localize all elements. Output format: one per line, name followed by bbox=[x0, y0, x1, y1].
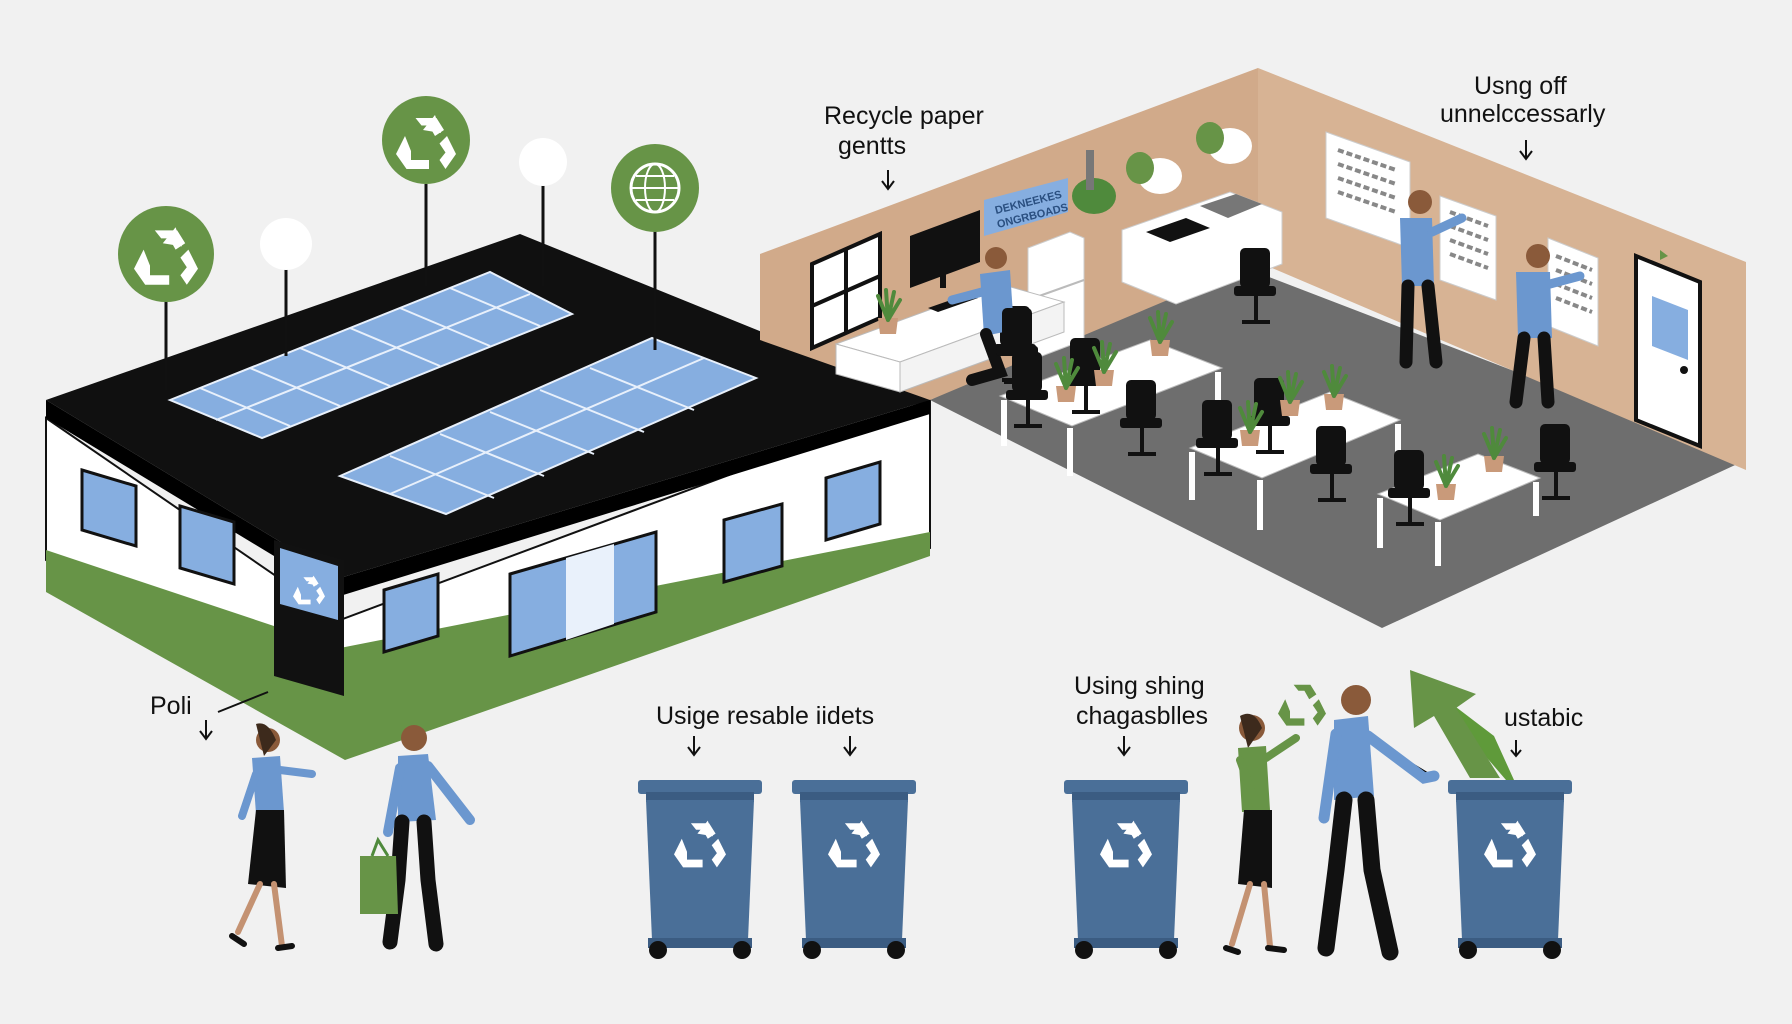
window bbox=[80, 467, 138, 549]
man-with-bag bbox=[360, 725, 475, 952]
computer-monitor bbox=[910, 210, 980, 288]
roof bbox=[46, 234, 930, 578]
arrow-down-icon bbox=[687, 735, 701, 756]
arrow-down-icon bbox=[1510, 740, 1522, 758]
arrow-down-icon bbox=[199, 719, 213, 740]
recycling-bin bbox=[792, 780, 916, 959]
recycling-bin bbox=[1448, 780, 1572, 959]
arrow-down-icon bbox=[1117, 735, 1131, 756]
recycling-bin bbox=[638, 780, 762, 959]
pointer-line bbox=[217, 691, 269, 713]
arrow-down-icon bbox=[881, 169, 895, 190]
window bbox=[824, 459, 882, 543]
label-using-shing: Using shing bbox=[1074, 672, 1205, 700]
solar-panel-right bbox=[337, 336, 759, 516]
label-recycle-paper-sub: gentts bbox=[838, 132, 906, 160]
roof-poles bbox=[118, 96, 699, 390]
woman-walking bbox=[229, 723, 316, 951]
man-recycling bbox=[1317, 685, 1440, 961]
recycle-icon bbox=[1278, 684, 1326, 726]
back-wall bbox=[760, 68, 1258, 400]
office-interior: DEKNEEKES ONGRBOADS bbox=[760, 68, 1746, 628]
office-door bbox=[1634, 250, 1702, 449]
window bbox=[382, 571, 440, 655]
label-using-off: Usng off bbox=[1474, 72, 1567, 100]
person-reading-board bbox=[1399, 190, 1467, 369]
window bbox=[178, 503, 236, 587]
person-reading-board bbox=[1509, 244, 1585, 409]
label-using-off-sub: unnelccessarly bbox=[1440, 100, 1606, 128]
recycling-bin bbox=[1064, 780, 1188, 959]
solar-panel-left bbox=[167, 270, 575, 440]
label-using-shing-sub: chagasblles bbox=[1076, 702, 1208, 730]
window bbox=[722, 502, 784, 584]
arrow-down-icon bbox=[843, 735, 857, 756]
label-ustabic: ustabic bbox=[1504, 704, 1583, 732]
globe-icon bbox=[629, 162, 681, 214]
label-recycle-paper: Recycle paper bbox=[824, 102, 984, 130]
label-poli: Poli bbox=[150, 692, 192, 720]
person-at-computer bbox=[947, 247, 1038, 386]
woman-recycling bbox=[1223, 713, 1300, 955]
building-green-band bbox=[46, 532, 930, 760]
arrow-down-icon bbox=[1519, 139, 1533, 160]
label-usige: Usige resable iidets bbox=[656, 702, 874, 730]
office-building bbox=[45, 234, 931, 760]
wall-lamps bbox=[1072, 122, 1252, 214]
shopping-bag bbox=[360, 856, 398, 914]
wall-sign bbox=[984, 178, 1068, 236]
